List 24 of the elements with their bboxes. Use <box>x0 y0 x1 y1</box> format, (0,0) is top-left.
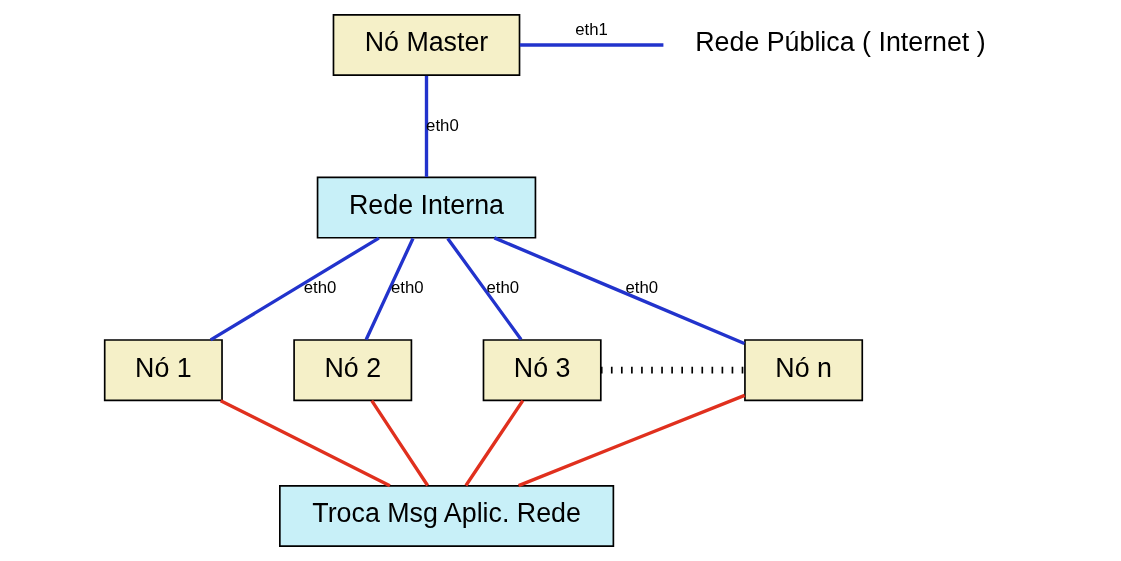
edge-label: eth0 <box>390 278 424 298</box>
node-box: Nó 1 <box>103 339 223 402</box>
connector <box>600 366 744 374</box>
edge-label: eth0 <box>303 278 336 298</box>
connector <box>517 393 745 488</box>
node-box: Nó n <box>743 339 863 402</box>
node-box: Nó Master <box>332 14 520 77</box>
node-box: Nó 3 <box>482 339 602 402</box>
connector <box>464 399 524 487</box>
edge-label: eth0 <box>625 278 658 298</box>
connector <box>445 237 522 341</box>
connector <box>493 236 745 345</box>
connector <box>369 399 429 487</box>
connector <box>424 75 428 177</box>
connector <box>519 43 663 47</box>
node-box: Rede Interna <box>316 176 536 239</box>
connector <box>219 399 391 488</box>
connector <box>364 237 414 341</box>
node-text: Rede Pública ( Internet ) <box>694 27 986 58</box>
node-box: Nó 2 <box>292 339 412 402</box>
connector <box>209 236 380 342</box>
edge-label: eth1 <box>574 19 608 39</box>
node-box: Troca Msg Aplic. Rede <box>278 484 614 547</box>
edge-label: eth0 <box>485 278 519 298</box>
